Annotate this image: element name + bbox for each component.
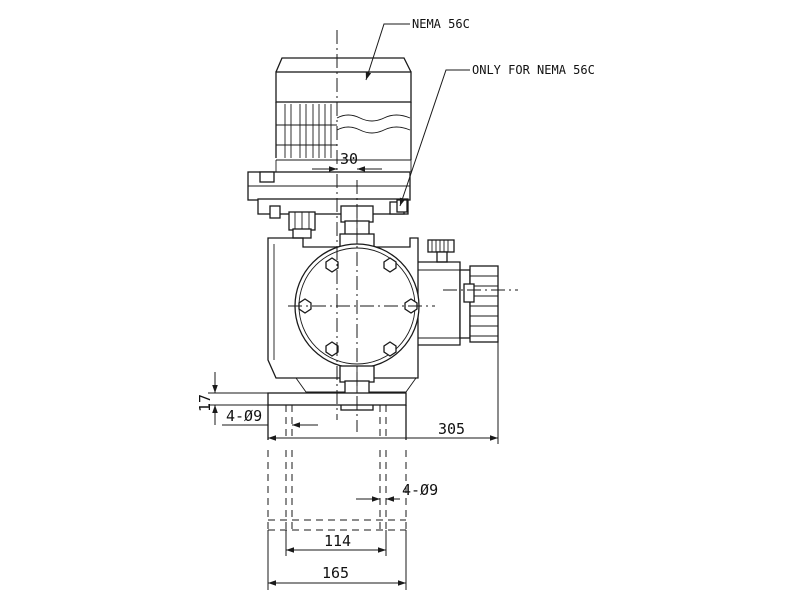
side-housing xyxy=(418,261,499,346)
base-plan-view xyxy=(267,450,407,531)
dim-165-label: 165 xyxy=(322,564,349,582)
dim-17-lines xyxy=(208,372,268,425)
motor-fins xyxy=(284,104,332,158)
callout-leaders xyxy=(365,23,470,207)
dim-hole-right-label: 4-Ø9 xyxy=(402,481,438,499)
dim-30-label: 30 xyxy=(340,150,358,168)
adapter-callout: ONLY FOR NEMA 56C xyxy=(472,63,595,77)
centerlines xyxy=(288,30,518,432)
dim-114-label: 114 xyxy=(324,532,351,550)
dim-114-lines xyxy=(285,530,387,556)
pump-body xyxy=(267,237,419,393)
dim-17-label: 17 xyxy=(196,394,214,412)
flange xyxy=(247,159,412,215)
motor xyxy=(275,57,412,160)
dim-305-lines xyxy=(268,342,499,444)
nema-56c-callout: NEMA 56C xyxy=(412,17,470,31)
stroke-knob xyxy=(427,239,455,263)
dim-hole-left-label: 4-Ø9 xyxy=(226,407,262,425)
dim-165-lines xyxy=(267,530,407,590)
dim-305-label: 305 xyxy=(438,420,465,438)
